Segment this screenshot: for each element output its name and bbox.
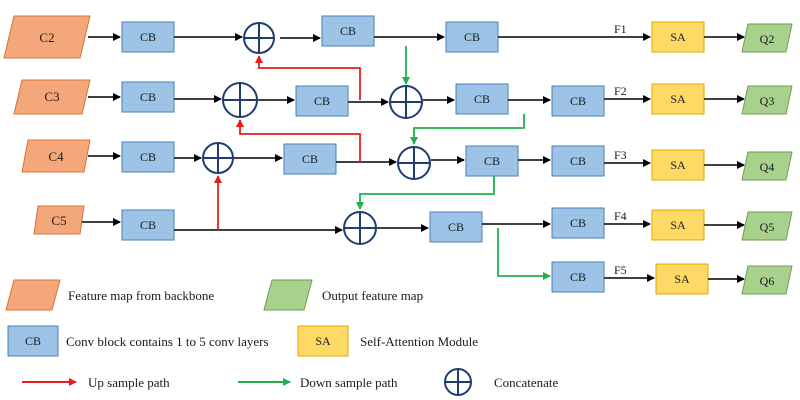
- cb-r4-2: CB: [429, 211, 483, 243]
- output-q4: Q4: [741, 151, 793, 181]
- sa-label: SA: [670, 92, 686, 106]
- cb-r1-1: CB: [121, 21, 175, 53]
- output-q3-label: Q3: [760, 94, 775, 108]
- legend-sa-desc: Self-Attention Module: [360, 334, 478, 349]
- sa-5: SA: [655, 263, 709, 295]
- legend-feature-map: Feature map from backbone: [5, 279, 214, 311]
- input-c4-label: C4: [48, 149, 64, 164]
- cb-r2-4: CB: [551, 85, 605, 117]
- cb-label: CB: [474, 92, 490, 106]
- cb-label: CB: [140, 218, 156, 232]
- legend-up-path-label: Up sample path: [88, 375, 170, 390]
- output-q3: Q3: [741, 85, 793, 115]
- legend-cb-desc: Conv block contains 1 to 5 conv layers: [66, 334, 269, 349]
- input-c5: C5: [33, 205, 85, 235]
- feature-label-f4: F4: [614, 209, 627, 223]
- cb-label: CB: [314, 94, 330, 108]
- input-c2-label: C2: [39, 30, 54, 45]
- output-q6: Q6: [741, 265, 793, 295]
- input-c3-label: C3: [44, 89, 59, 104]
- legend-cb-short: CB: [25, 334, 41, 348]
- cb-label: CB: [302, 152, 318, 166]
- legend-concat: Concatenate: [444, 368, 558, 396]
- cb-r1-3: CB: [445, 21, 499, 53]
- down-sample-paths: [356, 46, 551, 280]
- concat-node-r2b: [389, 85, 423, 119]
- cb-label: CB: [140, 90, 156, 104]
- concat-node-r1: [243, 22, 275, 54]
- input-c2: C2: [3, 15, 91, 59]
- cb-label: CB: [570, 216, 586, 230]
- feature-label-f3: F3: [614, 148, 627, 162]
- sa-label: SA: [670, 30, 686, 44]
- cb-r2-1: CB: [121, 81, 175, 113]
- feature-label-f2: F2: [614, 84, 627, 98]
- cb-label: CB: [448, 220, 464, 234]
- cb-r5-1: CB: [551, 261, 605, 293]
- sa-label: SA: [670, 158, 686, 172]
- output-q5-label: Q5: [760, 220, 775, 234]
- feature-label-f1: F1: [614, 22, 627, 36]
- input-c3: C3: [13, 79, 91, 115]
- cb-r1-2: CB: [321, 15, 375, 47]
- output-q4-label: Q4: [760, 160, 775, 174]
- cb-r3-2: CB: [283, 143, 337, 175]
- sa-3: SA: [651, 149, 705, 181]
- sa-2: SA: [651, 83, 705, 115]
- legend: Feature map from backbone Output feature…: [5, 279, 558, 396]
- sa-label: SA: [670, 218, 686, 232]
- cb-label: CB: [570, 154, 586, 168]
- up-sample-paths: [214, 55, 361, 230]
- cb-label: CB: [484, 154, 500, 168]
- output-q2: Q2: [741, 23, 793, 53]
- input-c5-label: C5: [51, 213, 66, 228]
- output-q2-label: Q2: [760, 32, 775, 46]
- cb-r2-3: CB: [455, 83, 509, 115]
- output-q6-label: Q6: [760, 274, 775, 288]
- concat-node-r3a: [202, 142, 234, 174]
- legend-cb: CB Conv block contains 1 to 5 conv layer…: [7, 325, 269, 357]
- cb-label: CB: [570, 94, 586, 108]
- cb-r2-2: CB: [295, 85, 349, 117]
- legend-output-map: Output feature map: [263, 279, 423, 311]
- legend-concat-label: Concatenate: [494, 375, 558, 390]
- legend-sa-short: SA: [315, 334, 331, 348]
- output-q5: Q5: [741, 211, 793, 241]
- legend-feature-map-label: Feature map from backbone: [68, 288, 214, 303]
- cb-r4-1: CB: [121, 209, 175, 241]
- forward-paths: [82, 33, 745, 283]
- legend-down-path: Down sample path: [238, 375, 398, 390]
- concat-node-r3b: [397, 146, 431, 180]
- input-c4: C4: [21, 139, 91, 173]
- legend-sa: SA Self-Attention Module: [297, 325, 478, 357]
- feature-label-f5: F5: [614, 263, 627, 277]
- cb-label: CB: [570, 270, 586, 284]
- cb-r4-3: CB: [551, 207, 605, 239]
- cb-r3-1: CB: [121, 141, 175, 173]
- concat-node-r4: [343, 211, 377, 245]
- legend-output-map-label: Output feature map: [322, 288, 423, 303]
- sa-1: SA: [651, 21, 705, 53]
- cb-label: CB: [464, 30, 480, 44]
- cb-label: CB: [340, 24, 356, 38]
- cb-label: CB: [140, 150, 156, 164]
- concat-node-r2a: [222, 82, 258, 118]
- cb-label: CB: [140, 30, 156, 44]
- legend-up-path: Up sample path: [22, 375, 170, 390]
- legend-down-path-label: Down sample path: [300, 375, 398, 390]
- cb-r3-3: CB: [465, 145, 519, 177]
- sa-label: SA: [674, 272, 690, 286]
- sa-4: SA: [651, 209, 705, 241]
- cb-r3-4: CB: [551, 145, 605, 177]
